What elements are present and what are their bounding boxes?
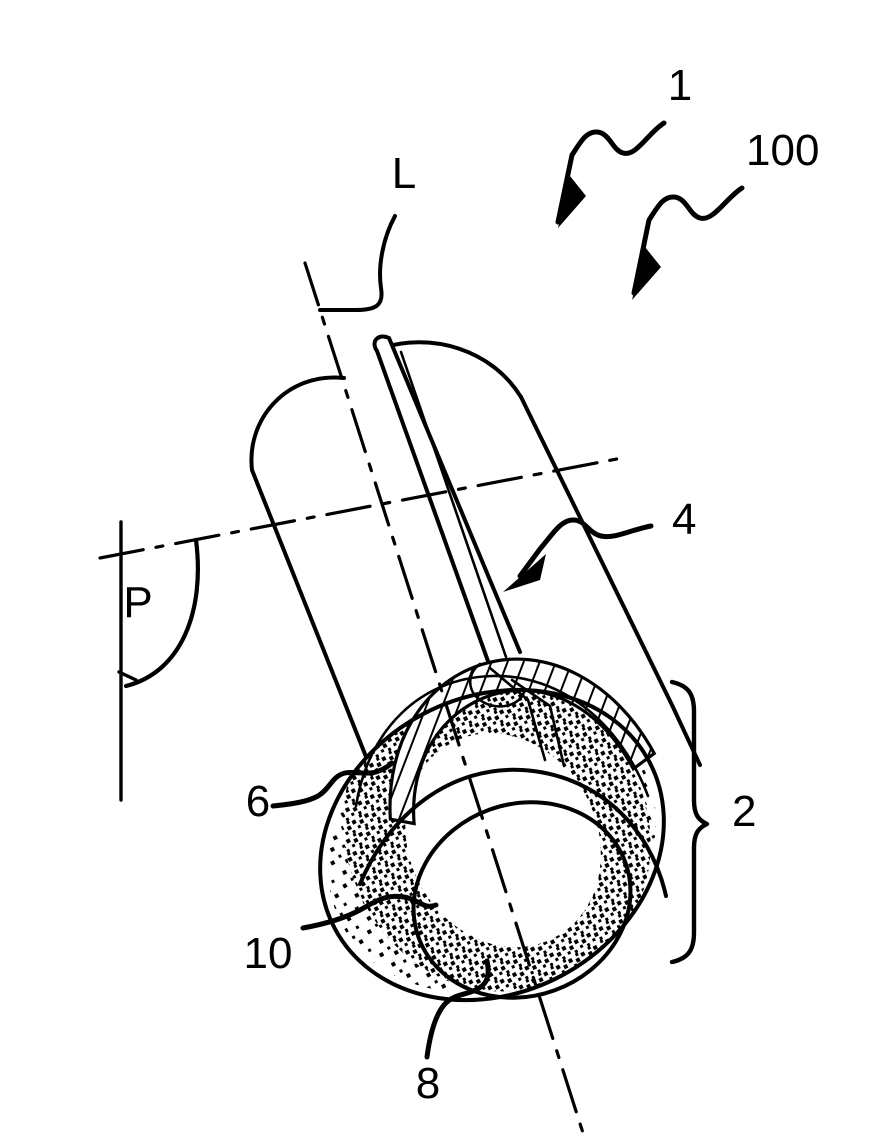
reference-numerals: 1 100 L P 4 6 2 10 8: [123, 61, 819, 1108]
leader-L: [318, 214, 397, 312]
leader-4: [503, 517, 654, 592]
brace-path-2: [669, 679, 710, 965]
label-6: 6: [246, 777, 270, 826]
reference-lines: [98, 261, 624, 1135]
label-1: 1: [668, 61, 692, 110]
label-4: 4: [672, 495, 696, 544]
arrowhead-4: [503, 554, 546, 592]
label-2: 2: [732, 787, 756, 836]
label-100: 100: [746, 126, 819, 175]
rib-edge-inner: [375, 349, 491, 666]
leader-6: [270, 760, 395, 809]
leader-line-10: [300, 893, 439, 931]
leader-line-4: [517, 517, 654, 579]
arrowhead-1: [558, 176, 586, 228]
stipple-boundary-outer: [358, 767, 668, 898]
rib-edge-outer: [372, 334, 522, 654]
leader-100: [631, 185, 745, 300]
leader-line-100: [631, 185, 745, 296]
wall-inner-edge: [354, 674, 650, 808]
rib-termination-step: [488, 666, 547, 762]
leader-line-L: [318, 214, 397, 312]
dome-cap-right: [376, 340, 523, 399]
rib-termination-curl: [468, 662, 526, 708]
label-P: P: [123, 578, 152, 627]
leader-1: [555, 120, 667, 228]
central-bore-fill: [405, 733, 601, 947]
rib-fill: [373, 336, 518, 664]
leader-line-1: [555, 120, 667, 225]
brace-2: [669, 679, 710, 965]
label-10: 10: [244, 929, 293, 978]
body-edge-left: [250, 468, 390, 814]
label-L: L: [392, 149, 416, 198]
label-8: 8: [416, 1059, 440, 1108]
plane-trace-P: [98, 456, 624, 560]
leader-10: [300, 893, 439, 931]
end-face-outer-rim: [318, 687, 666, 1003]
leader-line-6: [270, 760, 395, 809]
dome-cap-left: [249, 375, 346, 472]
angle-arc-P: [123, 537, 200, 689]
rib-center-line: [399, 350, 508, 659]
arrowhead-100: [632, 247, 661, 300]
leader-line-8: [424, 958, 491, 1060]
leader-8: [424, 958, 491, 1060]
rib-termination-step-2: [510, 678, 566, 768]
body-edge-right: [519, 395, 674, 707]
end-face-section: [318, 657, 668, 1003]
longitudinal-rib: [372, 334, 522, 666]
angle-arc-tick: [117, 670, 138, 682]
central-bore-outline: [411, 800, 633, 1000]
